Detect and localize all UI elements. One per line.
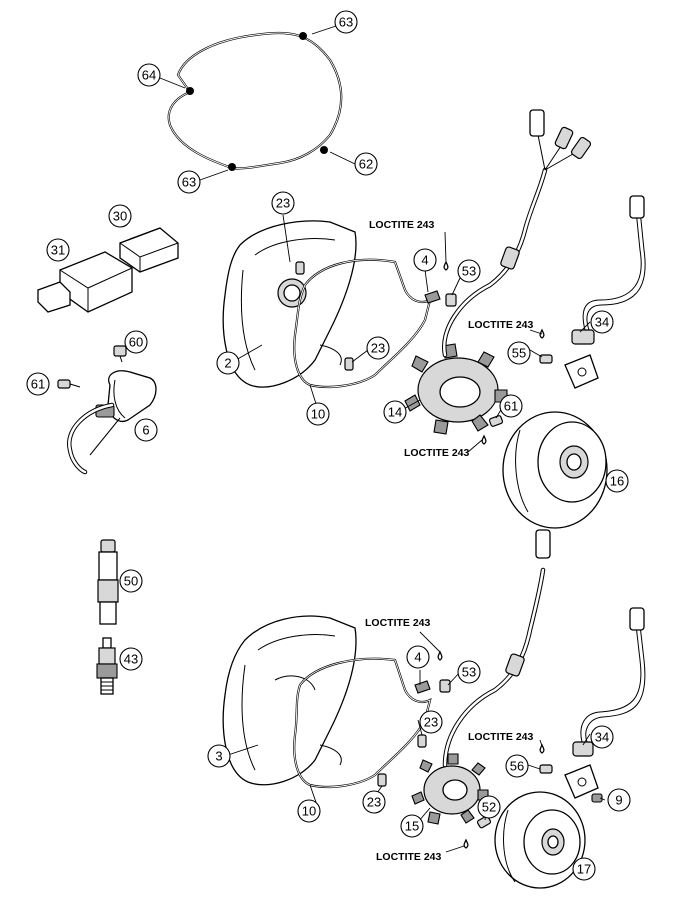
callout-15: 15 bbox=[400, 814, 424, 838]
leader-lines bbox=[159, 25, 606, 853]
callout-34a: 34 bbox=[590, 310, 614, 334]
callout-64: 64 bbox=[137, 63, 161, 87]
callout-9: 9 bbox=[607, 788, 631, 812]
callout-50: 50 bbox=[119, 569, 143, 593]
flywheel-17 bbox=[494, 791, 586, 889]
callout-10a: 10 bbox=[306, 402, 330, 426]
loctite-label-4: LOCTITE 243 bbox=[365, 617, 431, 629]
spark-plug-connector-50 bbox=[97, 539, 119, 625]
cover-gasket-10-bottom bbox=[293, 657, 432, 789]
callout-3: 3 bbox=[207, 744, 231, 768]
callout-17-label: 17 bbox=[577, 862, 591, 877]
callout-53b-label: 53 bbox=[462, 665, 476, 680]
callout-3-label: 3 bbox=[215, 749, 222, 764]
callout-2: 2 bbox=[216, 351, 240, 375]
callout-52-label: 52 bbox=[482, 800, 496, 815]
callout-61b: 61 bbox=[499, 394, 523, 418]
callout-4b-label: 4 bbox=[414, 650, 421, 665]
callout-23d: 23 bbox=[362, 790, 386, 814]
callout-4a: 4 bbox=[413, 248, 437, 272]
spark-plug-43 bbox=[96, 637, 118, 695]
callout-30-label: 30 bbox=[113, 209, 127, 224]
callout-61a-label: 61 bbox=[31, 377, 45, 392]
ignition-cover-2 bbox=[222, 220, 357, 388]
callout-60: 60 bbox=[124, 330, 148, 354]
callout-34b-label: 34 bbox=[595, 730, 609, 745]
callout-61a: 61 bbox=[26, 372, 50, 396]
callout-53a-label: 53 bbox=[462, 264, 476, 279]
callout-63b-label: 63 bbox=[182, 175, 196, 190]
callout-63b: 63 bbox=[177, 170, 201, 194]
loctite-label-3: LOCTITE 243 bbox=[404, 447, 470, 459]
callout-9-label: 9 bbox=[615, 793, 622, 808]
callout-6: 6 bbox=[134, 418, 158, 442]
callout-34a-label: 34 bbox=[595, 315, 609, 330]
callout-52: 52 bbox=[477, 795, 501, 819]
callout-2-label: 2 bbox=[224, 356, 231, 371]
callout-10b-label: 10 bbox=[302, 804, 316, 819]
callout-23c-label: 23 bbox=[424, 715, 438, 730]
callout-31: 31 bbox=[46, 238, 70, 262]
callout-62-label: 62 bbox=[359, 157, 373, 172]
pulse-generator-wiring-bottom bbox=[564, 607, 646, 803]
stator-15 bbox=[411, 753, 489, 825]
callout-64-label: 64 bbox=[142, 68, 156, 83]
stator-wiring-bottom bbox=[442, 529, 551, 768]
callout-23b-label: 23 bbox=[371, 341, 385, 356]
loctite-label-1: LOCTITE 243 bbox=[369, 219, 435, 231]
callout-56-label: 56 bbox=[510, 759, 524, 774]
loctite-label-5: LOCTITE 243 bbox=[468, 731, 534, 743]
bottom-hardware bbox=[377, 650, 553, 849]
callout-31-label: 31 bbox=[51, 243, 65, 258]
cover-gasket-10-top bbox=[293, 258, 432, 389]
callout-4a-label: 4 bbox=[421, 253, 428, 268]
callout-43-label: 43 bbox=[124, 652, 138, 667]
callout-23d-label: 23 bbox=[367, 795, 381, 810]
callout-50-label: 50 bbox=[124, 574, 138, 589]
callout-43: 43 bbox=[119, 647, 143, 671]
callout-23a: 23 bbox=[271, 191, 295, 215]
callout-6-label: 6 bbox=[142, 423, 149, 438]
callout-55-label: 55 bbox=[512, 346, 526, 361]
ignition-cover-gasket bbox=[167, 31, 343, 171]
callout-63a: 63 bbox=[334, 10, 358, 34]
callout-56: 56 bbox=[505, 754, 529, 778]
callout-16-label: 16 bbox=[610, 474, 624, 489]
callout-14: 14 bbox=[383, 400, 407, 424]
callout-30: 30 bbox=[108, 204, 132, 228]
callout-15-label: 15 bbox=[405, 819, 419, 834]
callout-16: 16 bbox=[605, 469, 629, 493]
stator-14 bbox=[404, 343, 508, 435]
callout-63a-label: 63 bbox=[339, 15, 353, 30]
cdi-unit-31 bbox=[37, 251, 133, 313]
callout-4b: 4 bbox=[406, 645, 430, 669]
ignition-cover-3 bbox=[222, 615, 357, 786]
ignition-coil bbox=[57, 345, 157, 475]
loctite-label-2: LOCTITE 243 bbox=[468, 319, 534, 331]
callout-53b: 53 bbox=[457, 660, 481, 684]
callout-17: 17 bbox=[572, 857, 596, 881]
stator-wiring-top bbox=[441, 109, 592, 358]
callout-60-label: 60 bbox=[129, 335, 143, 350]
callout-23c: 23 bbox=[419, 710, 443, 734]
callout-14-label: 14 bbox=[388, 405, 402, 420]
callout-10a-label: 10 bbox=[311, 407, 325, 422]
callout-61b-label: 61 bbox=[504, 399, 518, 414]
callout-62: 62 bbox=[354, 152, 378, 176]
callout-23a-label: 23 bbox=[276, 196, 290, 211]
callout-53a: 53 bbox=[457, 259, 481, 283]
top-hardware bbox=[295, 260, 553, 445]
callout-34b: 34 bbox=[590, 725, 614, 749]
loctite-label-6: LOCTITE 243 bbox=[376, 851, 442, 863]
callout-55: 55 bbox=[507, 341, 531, 365]
pulse-generator-wiring-top bbox=[564, 195, 646, 389]
callout-23b: 23 bbox=[366, 336, 390, 360]
flywheel-16 bbox=[502, 411, 608, 529]
cdi-unit-30 bbox=[119, 227, 179, 273]
callout-10b: 10 bbox=[297, 799, 321, 823]
